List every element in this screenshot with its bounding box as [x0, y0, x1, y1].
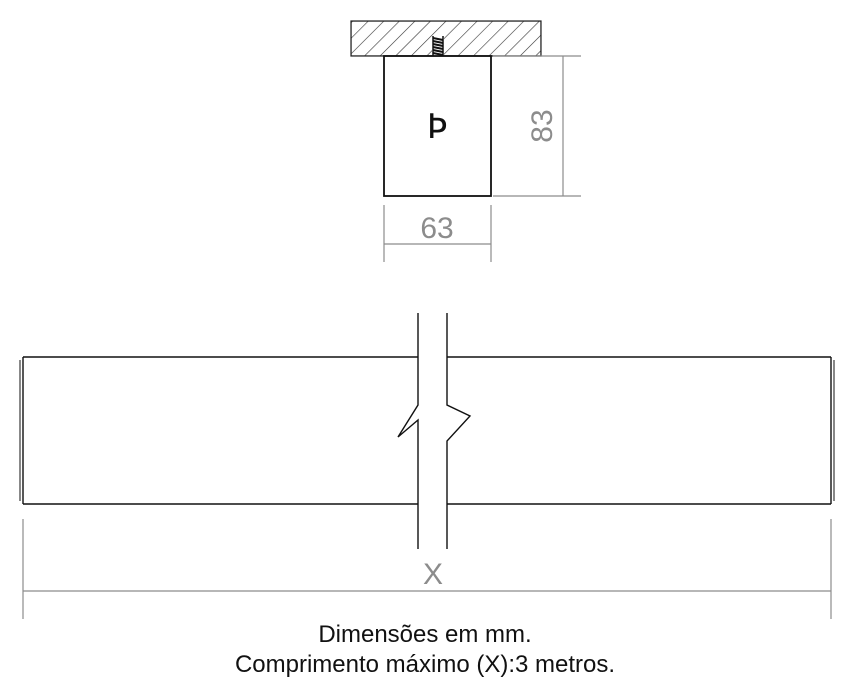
- profile-section: [383, 55, 492, 197]
- section-symbol: Ϸ: [427, 107, 448, 147]
- ceiling-mount: [350, 20, 542, 57]
- height-dimension: [493, 55, 581, 197]
- break-symbol: [397, 313, 472, 549]
- height-dimension-label: 83: [526, 109, 559, 142]
- dimensions-note: Dimensões em mm.: [318, 621, 532, 648]
- max-length-note: Comprimento máximo (X):3 metros.: [234, 651, 616, 678]
- width-dimension-label: 63: [420, 212, 453, 245]
- length-dimension: [22, 519, 832, 619]
- profile-elevation: [19, 356, 835, 505]
- length-dimension-label: X: [423, 558, 443, 591]
- mounting-screw: [432, 36, 444, 56]
- width-dimension: [383, 205, 492, 262]
